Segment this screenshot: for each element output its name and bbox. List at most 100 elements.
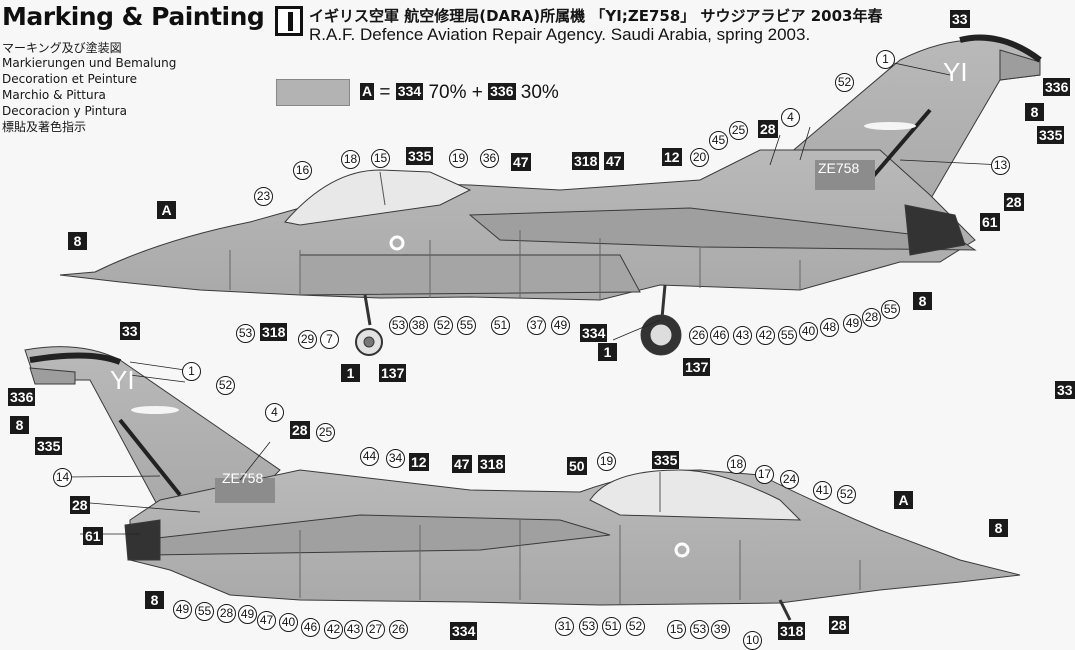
language-label: 標貼及著色指示 bbox=[2, 120, 87, 134]
color-callout: 335 bbox=[35, 437, 63, 455]
part-callout: 55 bbox=[881, 300, 900, 319]
language-label: Marchio & Pittura bbox=[2, 88, 106, 102]
color-callout: 334 bbox=[580, 324, 608, 342]
part-callout: 53 bbox=[690, 620, 709, 639]
part-callout: 49 bbox=[238, 605, 257, 624]
part-callout: 7 bbox=[320, 330, 339, 349]
part-callout: 48 bbox=[820, 318, 839, 337]
color-callout: 12 bbox=[662, 148, 682, 166]
scheme-number-icon bbox=[275, 6, 303, 36]
part-callout: 53 bbox=[579, 617, 598, 636]
color-callout: 318 bbox=[478, 455, 506, 473]
part-callout: 31 bbox=[555, 617, 574, 636]
color-callout: 318 bbox=[572, 152, 600, 170]
color-callout: 33 bbox=[950, 10, 970, 28]
part-callout: 40 bbox=[279, 613, 298, 632]
part-callout: 39 bbox=[711, 620, 730, 639]
color-callout: 336 bbox=[1043, 78, 1071, 96]
color-callout: 28 bbox=[758, 120, 778, 138]
part-callout: 20 bbox=[690, 148, 709, 167]
lower-profile bbox=[24, 346, 1021, 621]
color-callout: 61 bbox=[980, 213, 1000, 231]
part-callout: 55 bbox=[195, 602, 214, 621]
part-callout: 42 bbox=[756, 326, 775, 345]
color-callout: 1 bbox=[598, 343, 617, 361]
part-callout: 36 bbox=[480, 149, 499, 168]
upper-wing bbox=[468, 207, 977, 251]
part-callout: 13 bbox=[991, 156, 1010, 175]
part-callout: 28 bbox=[217, 604, 236, 623]
legend-color-2: 336 bbox=[488, 83, 516, 100]
part-callout: 53 bbox=[389, 316, 408, 335]
part-callout: 51 bbox=[491, 316, 510, 335]
part-callout: 14 bbox=[53, 468, 72, 487]
color-callout: 28 bbox=[829, 616, 849, 634]
part-callout: 25 bbox=[729, 121, 748, 140]
color-callout: 137 bbox=[379, 364, 407, 382]
color-callout: 47 bbox=[511, 153, 531, 171]
color-callout: 334 bbox=[450, 622, 478, 640]
part-callout: 24 bbox=[780, 470, 799, 489]
color-legend: A = 334 70% + 336 30% bbox=[360, 82, 559, 104]
color-callout: 8 bbox=[145, 591, 164, 609]
part-callout: 46 bbox=[301, 618, 320, 637]
color-callout: 335 bbox=[652, 451, 680, 469]
color-callout: 1 bbox=[341, 364, 360, 382]
color-callout: 28 bbox=[70, 496, 90, 514]
part-callout: 23 bbox=[254, 187, 273, 206]
color-callout: 33 bbox=[1055, 381, 1075, 399]
part-callout: 15 bbox=[371, 149, 390, 168]
page-title: Marking & Painting bbox=[2, 2, 265, 31]
part-callout: 52 bbox=[626, 617, 645, 636]
part-callout: 55 bbox=[778, 326, 797, 345]
part-callout: 18 bbox=[341, 150, 360, 169]
color-callout: 8 bbox=[10, 416, 29, 434]
legend-percent-1: 70% bbox=[428, 82, 467, 103]
legend-color-1: 334 bbox=[395, 83, 424, 100]
part-callout: 52 bbox=[835, 73, 854, 92]
color-callout: 335 bbox=[1037, 126, 1065, 144]
tail-code-upper: YI bbox=[943, 57, 968, 87]
language-label: マーキング及び塗装図 bbox=[2, 41, 122, 55]
part-callout: 38 bbox=[409, 316, 428, 335]
part-callout: 51 bbox=[602, 617, 621, 636]
part-callout: 49 bbox=[843, 314, 862, 333]
part-callout: 19 bbox=[597, 452, 616, 471]
part-callout: 17 bbox=[755, 465, 774, 484]
part-callout: 15 bbox=[667, 620, 686, 639]
upper-profile bbox=[59, 34, 1042, 356]
part-callout: 52 bbox=[216, 376, 235, 395]
color-callout: 12 bbox=[409, 453, 429, 471]
part-callout: 41 bbox=[813, 481, 832, 500]
color-callout: 318 bbox=[260, 323, 288, 341]
part-callout: 43 bbox=[344, 620, 363, 639]
color-callout: 28 bbox=[290, 421, 310, 439]
language-label: Decoration et Peinture bbox=[2, 72, 138, 86]
part-callout: 52 bbox=[434, 316, 453, 335]
color-callout: A bbox=[157, 201, 176, 219]
part-callout: 26 bbox=[389, 620, 408, 639]
scheme-title-en: R.A.F. Defence Aviation Repair Agency. S… bbox=[309, 25, 811, 44]
color-callout: 47 bbox=[452, 455, 472, 473]
color-callout: 33 bbox=[120, 322, 140, 340]
color-callout: 8 bbox=[68, 232, 87, 250]
language-label: Markierungen und Bemalung bbox=[2, 56, 177, 70]
part-callout: 1 bbox=[876, 50, 895, 69]
part-callout: 40 bbox=[799, 322, 818, 341]
color-callout: 335 bbox=[406, 147, 434, 165]
part-callout: 49 bbox=[551, 316, 570, 335]
part-callout: 42 bbox=[324, 620, 343, 639]
color-callout: 61 bbox=[83, 527, 103, 545]
color-callout: 8 bbox=[1025, 103, 1044, 121]
color-callout: 47 bbox=[604, 152, 624, 170]
color-callout: 28 bbox=[1004, 193, 1024, 211]
color-callout: 50 bbox=[567, 457, 587, 475]
part-callout: 43 bbox=[733, 326, 752, 345]
part-callout: 16 bbox=[293, 161, 312, 180]
color-callout: 8 bbox=[913, 292, 932, 310]
part-callout: 52 bbox=[837, 485, 856, 504]
part-callout: 10 bbox=[743, 631, 762, 650]
legend-plus: + bbox=[471, 82, 483, 103]
part-callout: 34 bbox=[386, 449, 405, 468]
